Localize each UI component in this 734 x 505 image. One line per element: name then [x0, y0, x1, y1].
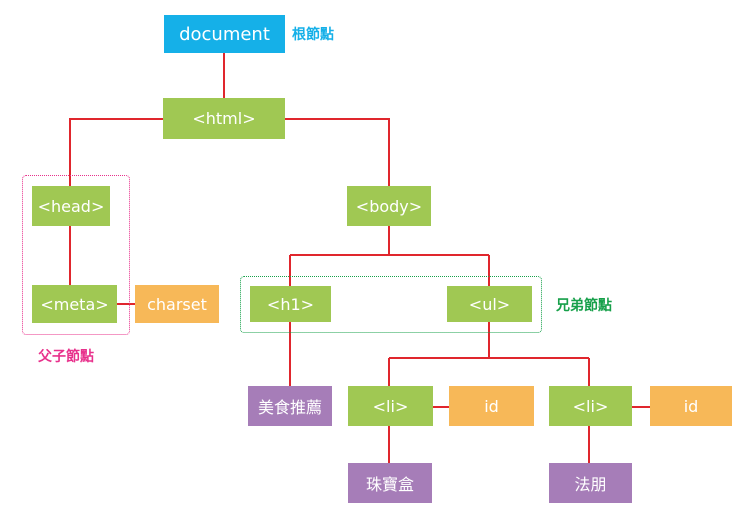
- parent-child-group-box: [22, 175, 130, 335]
- node-html: <html>: [163, 98, 285, 139]
- node-document: document: [164, 15, 285, 53]
- node-h1-text: 美食推薦: [248, 386, 332, 426]
- parent-child-label: 父子節點: [38, 349, 94, 365]
- node-head: <head>: [32, 186, 110, 226]
- node-meta: <meta>: [32, 285, 117, 323]
- node-li-2: <li>: [549, 386, 632, 426]
- node-li-1: <li>: [348, 386, 433, 426]
- node-li-2-text: 法朋: [549, 463, 632, 503]
- sibling-label: 兄弟節點: [556, 298, 612, 314]
- line-html-children: [69, 118, 390, 186]
- line-ul-li: [388, 322, 590, 386]
- node-li-1-text: 珠寶盒: [348, 463, 432, 503]
- node-li-1-id-attribute: id: [449, 386, 534, 426]
- sibling-group-box: [240, 276, 542, 333]
- line-body-children: [289, 226, 490, 286]
- root-node-label: 根節點: [292, 27, 334, 43]
- node-h1: <h1>: [250, 286, 331, 322]
- node-li-2-id-attribute: id: [650, 386, 732, 426]
- node-ul: <ul>: [447, 286, 532, 322]
- node-charset-attribute: charset: [135, 285, 219, 323]
- node-body: <body>: [347, 186, 431, 226]
